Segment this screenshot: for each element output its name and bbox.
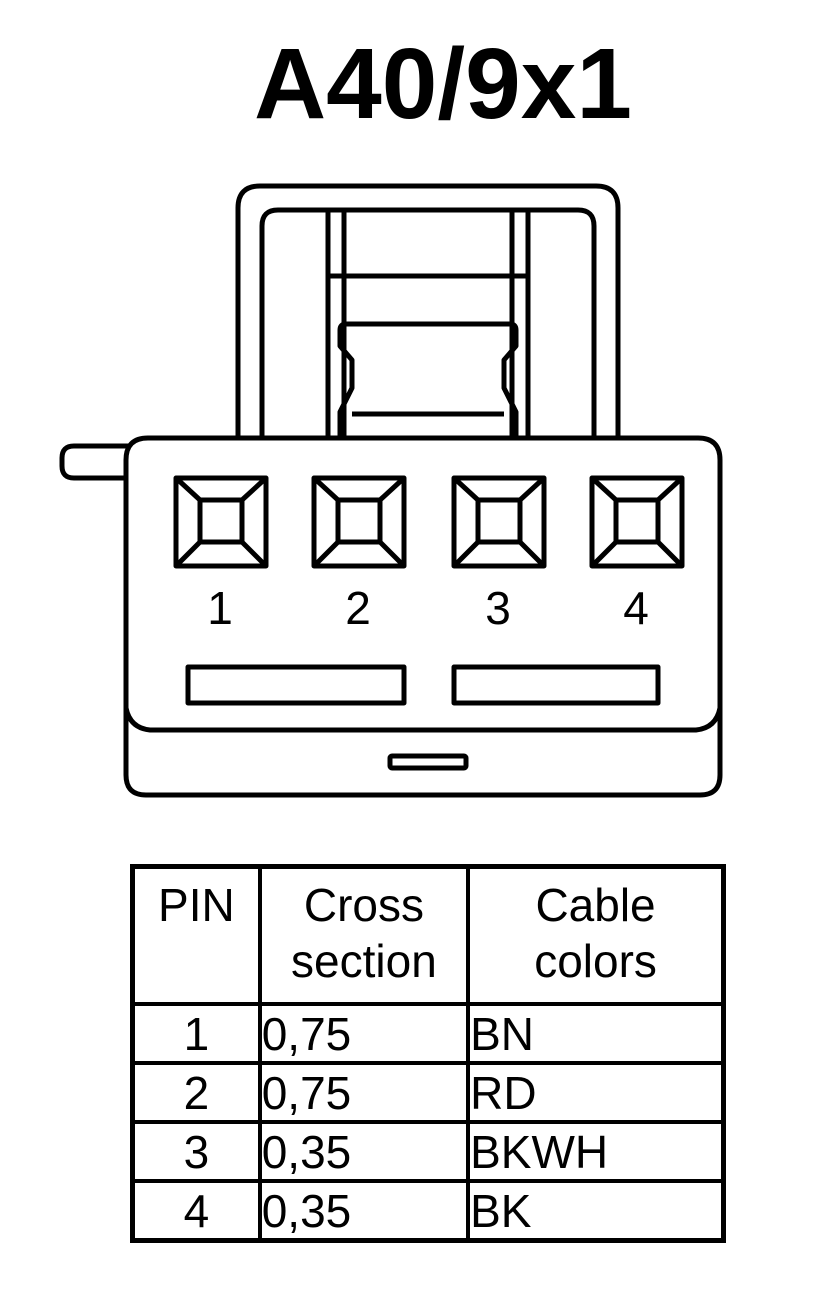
pin-cavity-1 <box>173 475 269 569</box>
latch-outer <box>235 183 621 440</box>
header-cable-colors-line1: Cable <box>535 879 656 931</box>
pin-cavity-3 <box>451 475 547 569</box>
pin-cavity-2 <box>311 475 407 569</box>
row-cross-section: 0,35 <box>257 1120 471 1183</box>
slot-left <box>185 664 407 706</box>
pin-label-3: 3 <box>485 582 511 634</box>
row-pin: 2 <box>130 1061 262 1124</box>
header-cable-colors: Cable colors <box>466 864 726 1006</box>
row-cross-section: 0,75 <box>257 1002 471 1065</box>
header-cross-section-line2: section <box>291 935 437 987</box>
header-cross-section-line1: Cross <box>303 879 424 931</box>
connector-diagram: 1 2 3 4 <box>59 183 723 798</box>
row-pin: 1 <box>130 1002 262 1065</box>
table-row: 1 0,75 BN <box>130 1002 726 1065</box>
row-cable-color: BKWH <box>466 1120 726 1183</box>
pin-label-4: 4 <box>623 582 649 634</box>
row-cable-color: RD <box>466 1061 726 1124</box>
row-cable-color: BN <box>466 1002 726 1065</box>
latch-tongue <box>337 321 519 440</box>
table-row: 3 0,35 BKWH <box>130 1120 726 1183</box>
pin-assignment-table: PIN Cross section Cable colors 1 0,75 BN… <box>130 864 726 1243</box>
table-row: 2 0,75 RD <box>130 1061 726 1124</box>
connector-body <box>123 435 723 798</box>
header-cable-colors-line2: colors <box>534 935 657 987</box>
row-cable-color: BK <box>466 1179 726 1243</box>
row-cross-section: 0,35 <box>257 1179 471 1243</box>
slot-right <box>451 664 661 706</box>
table-header-row: PIN Cross section Cable colors <box>130 864 726 1006</box>
row-cross-section: 0,75 <box>257 1061 471 1124</box>
header-pin: PIN <box>130 864 262 1006</box>
header-cross-section: Cross section <box>257 864 471 1006</box>
pin-label-1: 1 <box>207 582 233 634</box>
pin-label-2: 2 <box>345 582 371 634</box>
pin-cavity-4 <box>589 475 685 569</box>
row-pin: 3 <box>130 1120 262 1183</box>
connector-title: A40/9x1 <box>253 28 633 140</box>
row-pin: 4 <box>130 1179 262 1243</box>
latch-inner <box>259 207 597 440</box>
side-tab <box>59 443 128 481</box>
bottom-slot <box>387 753 469 771</box>
table-row: 4 0,35 BK <box>130 1179 726 1243</box>
